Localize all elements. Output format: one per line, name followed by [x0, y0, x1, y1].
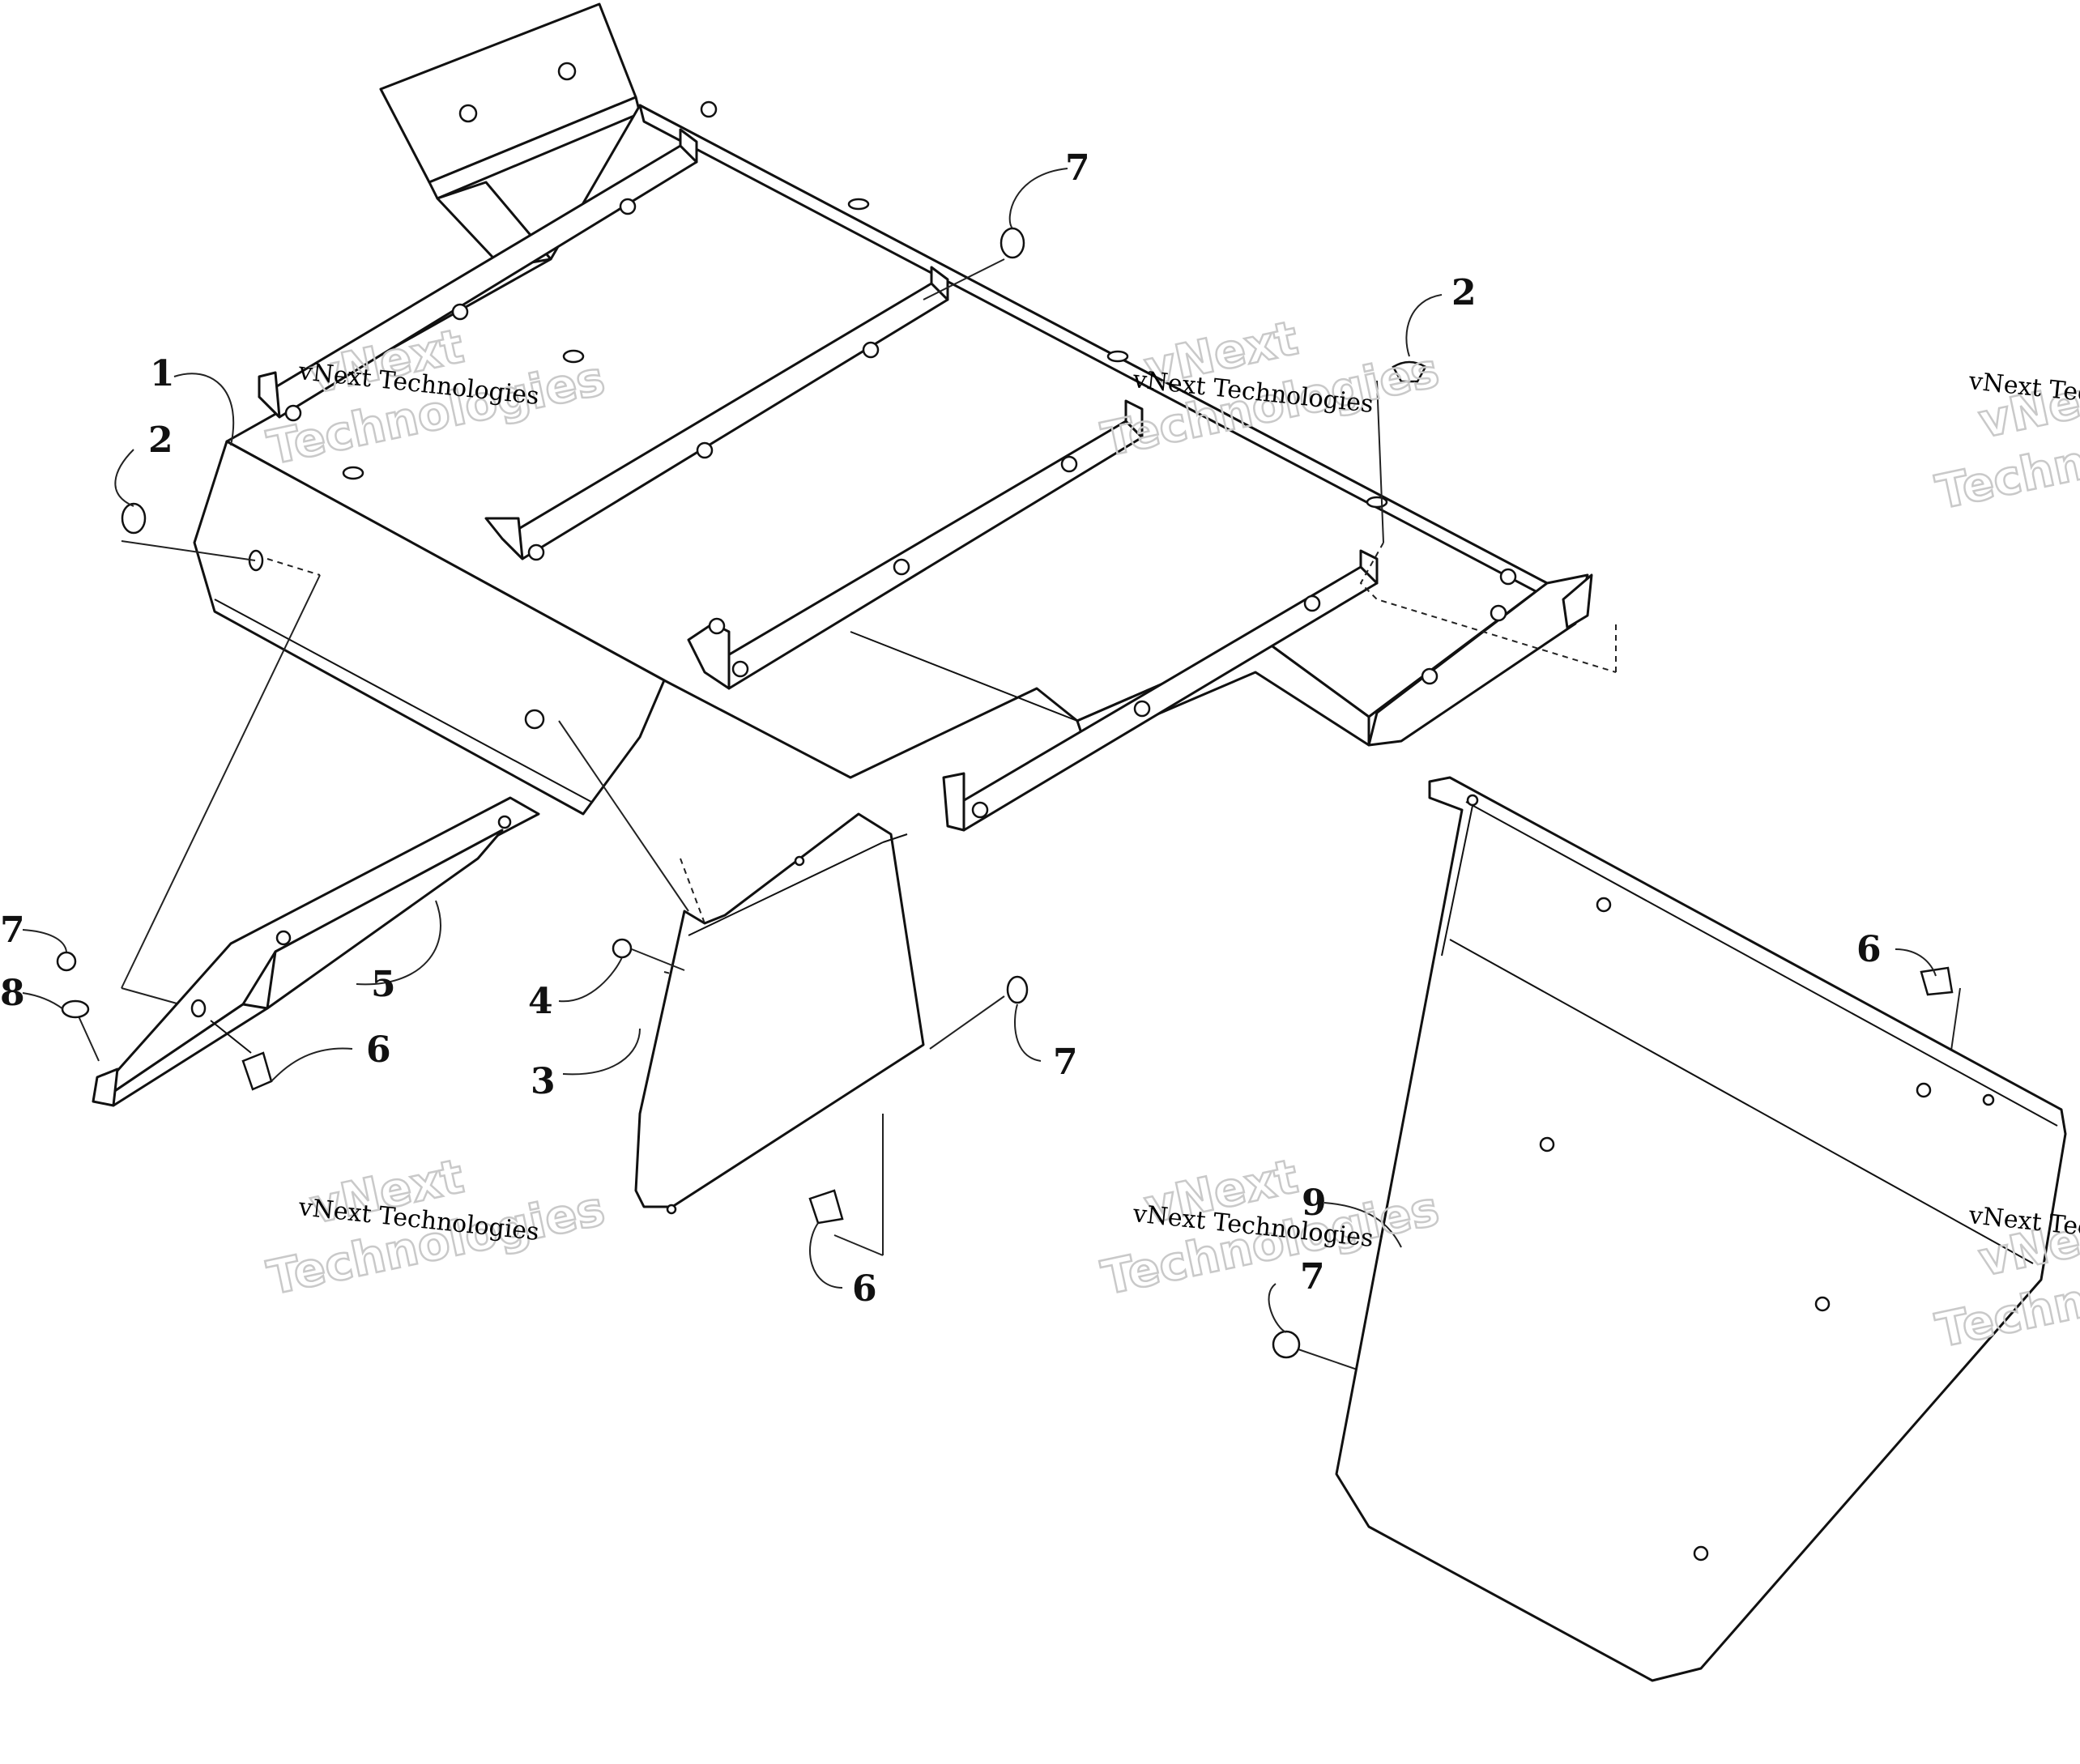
large-flap-part	[1335, 776, 2067, 1682]
plug-fastener	[121, 502, 147, 535]
fasteners	[56, 227, 1954, 1359]
tab-nut	[557, 62, 577, 81]
callout-7-top: 7	[1065, 147, 1090, 189]
rail-nut	[1421, 667, 1439, 685]
panel-hole	[342, 466, 364, 480]
panel-hole	[1106, 350, 1129, 363]
screw-fastener	[1000, 227, 1025, 259]
clip-nut	[808, 1189, 844, 1225]
callout-6-right: 6	[1856, 929, 1882, 970]
callout-7-flap: 7	[1300, 1256, 1325, 1297]
callout-6-center: 6	[852, 1268, 877, 1310]
callout-2-right: 2	[1451, 272, 1477, 313]
rail-nut	[1499, 568, 1517, 586]
callout-6-left: 6	[366, 1029, 391, 1071]
cross-bracket	[942, 549, 1379, 832]
callout-2-left: 2	[148, 420, 173, 461]
callout-1: 1	[150, 353, 175, 394]
left-bracket-part	[92, 796, 540, 1107]
panel-hole	[1366, 496, 1388, 509]
tab-nut	[458, 104, 478, 123]
callout-4: 4	[528, 981, 553, 1022]
screw-fastener	[1006, 975, 1029, 1004]
center-shield-part	[634, 812, 925, 1215]
callout-7-left: 7	[0, 910, 25, 951]
callout-5: 5	[371, 964, 396, 1005]
cross-bracket	[258, 128, 698, 422]
rail-nut	[700, 100, 718, 118]
cross-bracket	[484, 266, 949, 561]
callout-9: 9	[1302, 1182, 1327, 1224]
screw-fastener	[56, 951, 77, 972]
panel-nut	[524, 709, 545, 730]
callout-leaders	[22, 168, 1937, 1333]
main-panel-part	[193, 2, 1593, 832]
plug-fastener	[1392, 360, 1427, 383]
watermark: vNext Technologies	[1930, 362, 2080, 522]
screw-fastener	[1272, 1330, 1301, 1359]
callout-3: 3	[531, 1061, 556, 1102]
callout-8: 8	[0, 973, 25, 1014]
callout-7-shield: 7	[1053, 1042, 1078, 1083]
panel-hole	[562, 349, 585, 364]
screw-fastener	[612, 938, 633, 959]
panel-hole	[847, 198, 870, 211]
cross-bracket	[687, 399, 1144, 690]
panel-hole	[248, 549, 264, 572]
clip-nut	[1920, 966, 1954, 996]
rail-nut	[1490, 604, 1507, 622]
clip-nut	[241, 1051, 273, 1091]
callout-labels: 1 2 2 3 4 5 6 6 6 7 7 7 7 8 9	[0, 147, 1882, 1310]
washer	[61, 999, 90, 1019]
